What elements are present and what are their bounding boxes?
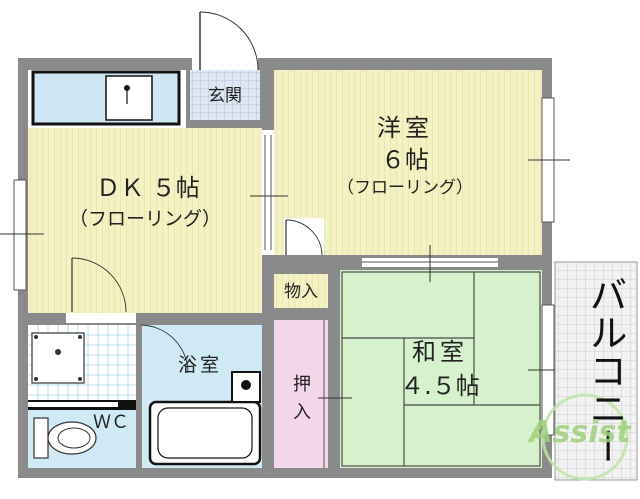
balcony-label: バルコニー [583,275,627,465]
balcony-floor [554,261,638,481]
sliding-door-dk-western [262,130,274,255]
oshiire-floor [274,320,328,468]
oshiire-label-1: 押 [293,374,311,395]
storage-label: 物入 [284,282,318,302]
storage-floor [274,274,328,308]
entrance-floor [190,70,260,120]
assist-logo [541,393,629,481]
washing-machine-space [31,332,85,384]
western-size: ６帖 [381,146,429,174]
entrance-label: 玄関 [208,86,242,106]
japanese-size: ４.５帖 [400,372,480,400]
oshiire-label-2: 入 [293,402,311,423]
watermark-text: Assist [529,415,631,450]
sink [105,75,153,121]
entrance-door-swing [199,11,259,71]
tatami-room [340,270,542,468]
window-west [13,179,27,291]
tatami-lines [341,271,541,467]
japanese-title: 和室 [412,338,468,366]
wc-label: ＷＣ [93,412,129,433]
entrance-door-area [192,10,258,70]
dk-title: ＤＫ ５帖 [96,174,200,202]
toilet-tank [33,417,49,459]
bath-label: 浴室 [177,354,222,376]
western-title: 洋室 [377,114,433,142]
dk-floor [28,128,262,313]
dk-floor-label: （フローリング） [68,208,221,230]
faucet [231,371,261,403]
western-floor-label: （フローリング） [337,178,473,198]
